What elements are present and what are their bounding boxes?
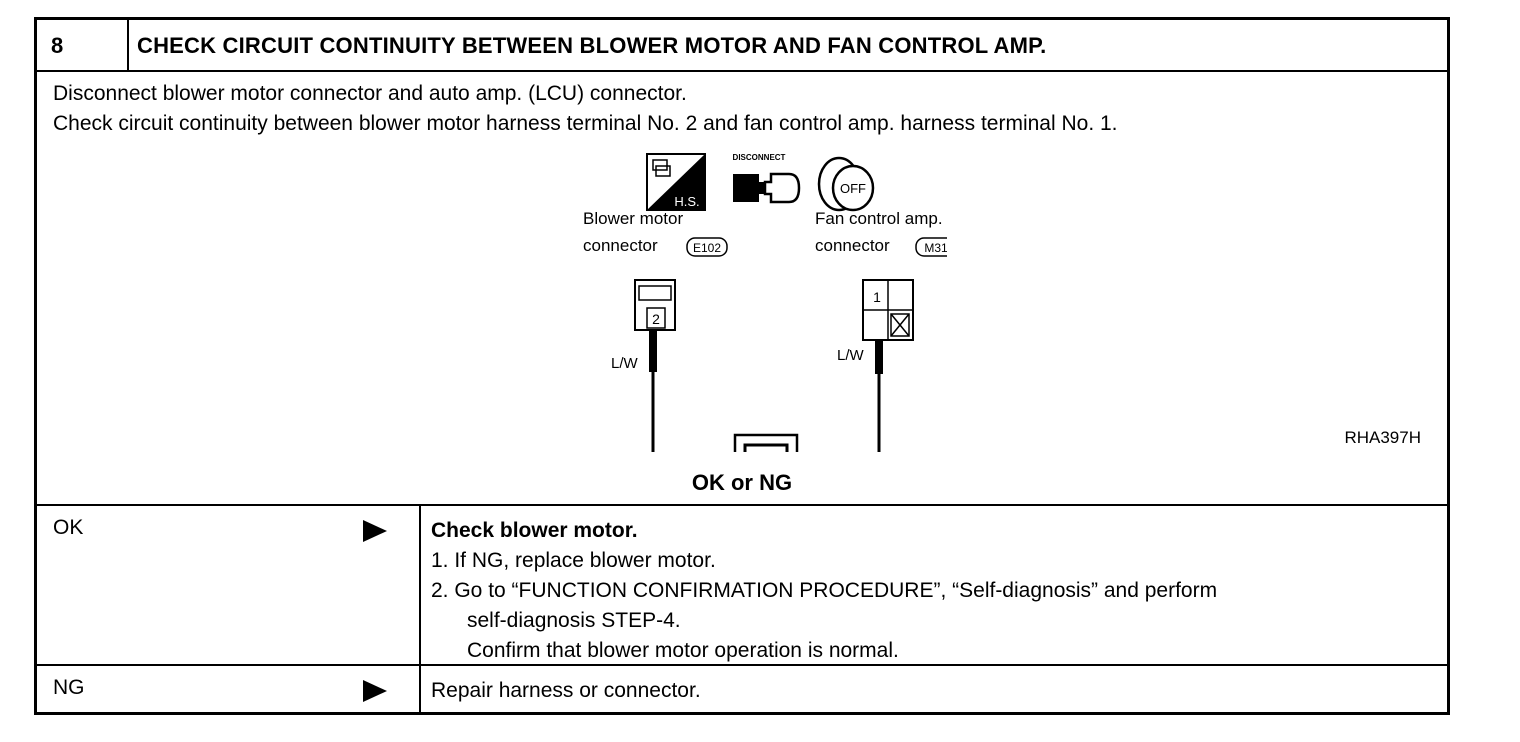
step-title: CHECK CIRCUIT CONTINUITY BETWEEN BLOWER … — [137, 33, 1047, 58]
outcome-ng-row: NG Repair harness or connector. — [37, 666, 1447, 712]
ignition-off-icon: OFF — [817, 156, 875, 212]
left-wire-color: L/W — [611, 355, 639, 372]
ng-label: NG — [53, 676, 85, 699]
disconnect-icon: DISCONNECT — [733, 153, 801, 204]
right-connector-id: M31 — [924, 241, 947, 255]
ohmmeter-icon: Ω — [733, 433, 799, 452]
ok-action: Check blower motor. 1. If NG, replace bl… — [431, 516, 1217, 666]
result-question: OK or NG — [691, 470, 793, 495]
left-connector-id: E102 — [693, 241, 721, 255]
disconnect-label: DISCONNECT — [733, 153, 786, 162]
right-terminal-number: 1 — [873, 289, 881, 305]
ok-label: OK — [53, 516, 84, 539]
right-connector-label: connector — [815, 236, 890, 255]
harness-side-icon: H.S. — [646, 153, 706, 211]
instruction-line: Disconnect blower motor connector and au… — [53, 82, 687, 105]
ok-action-item: 2. Go to “FUNCTION CONFIRMATION PROCEDUR… — [431, 579, 1218, 602]
left-connector-label: connector — [583, 236, 658, 255]
blower-motor-connector: 2 — [634, 279, 676, 331]
fan-control-amp-connector: 1 — [862, 279, 914, 341]
off-label: OFF — [840, 181, 866, 196]
step-header: 8 CHECK CIRCUIT CONTINUITY BETWEEN BLOWE… — [37, 20, 1447, 72]
ok-action-item-cont: self-diagnosis STEP-4. — [467, 609, 681, 632]
ok-action-item: 1. If NG, replace blower motor. — [431, 549, 716, 572]
step-number: 8 — [37, 20, 129, 70]
outcome-ok-condition: OK — [37, 506, 421, 664]
left-connector-label: Blower motor — [583, 209, 683, 228]
step-body: Disconnect blower motor connector and au… — [37, 72, 1447, 506]
right-connector-label: Fan control amp. — [815, 209, 943, 228]
instruction-line: Check circuit continuity between blower … — [53, 112, 1118, 135]
ok-action-item-cont: Confirm that blower motor operation is n… — [467, 639, 899, 662]
continuity-check-diagram: H.S. DISCONNECT OFF Blower motor connect… — [583, 153, 947, 452]
diagnostic-step-table: 8 CHECK CIRCUIT CONTINUITY BETWEEN BLOWE… — [34, 17, 1450, 715]
left-terminal-number: 2 — [652, 311, 660, 327]
arrow-right-icon — [363, 680, 387, 702]
outcome-ok-row: OK Check blower motor. 1. If NG, replace… — [37, 506, 1447, 666]
right-wire-color: L/W — [837, 347, 865, 364]
outcome-ng-condition: NG — [37, 666, 421, 712]
meter-symbol: Ω — [757, 449, 774, 452]
figure-reference: RHA397H — [1344, 428, 1421, 447]
arrow-right-icon — [363, 520, 387, 542]
ng-action: Repair harness or connector. — [431, 679, 701, 702]
ok-action-heading: Check blower motor. — [431, 519, 638, 542]
hs-label: H.S. — [674, 194, 699, 209]
